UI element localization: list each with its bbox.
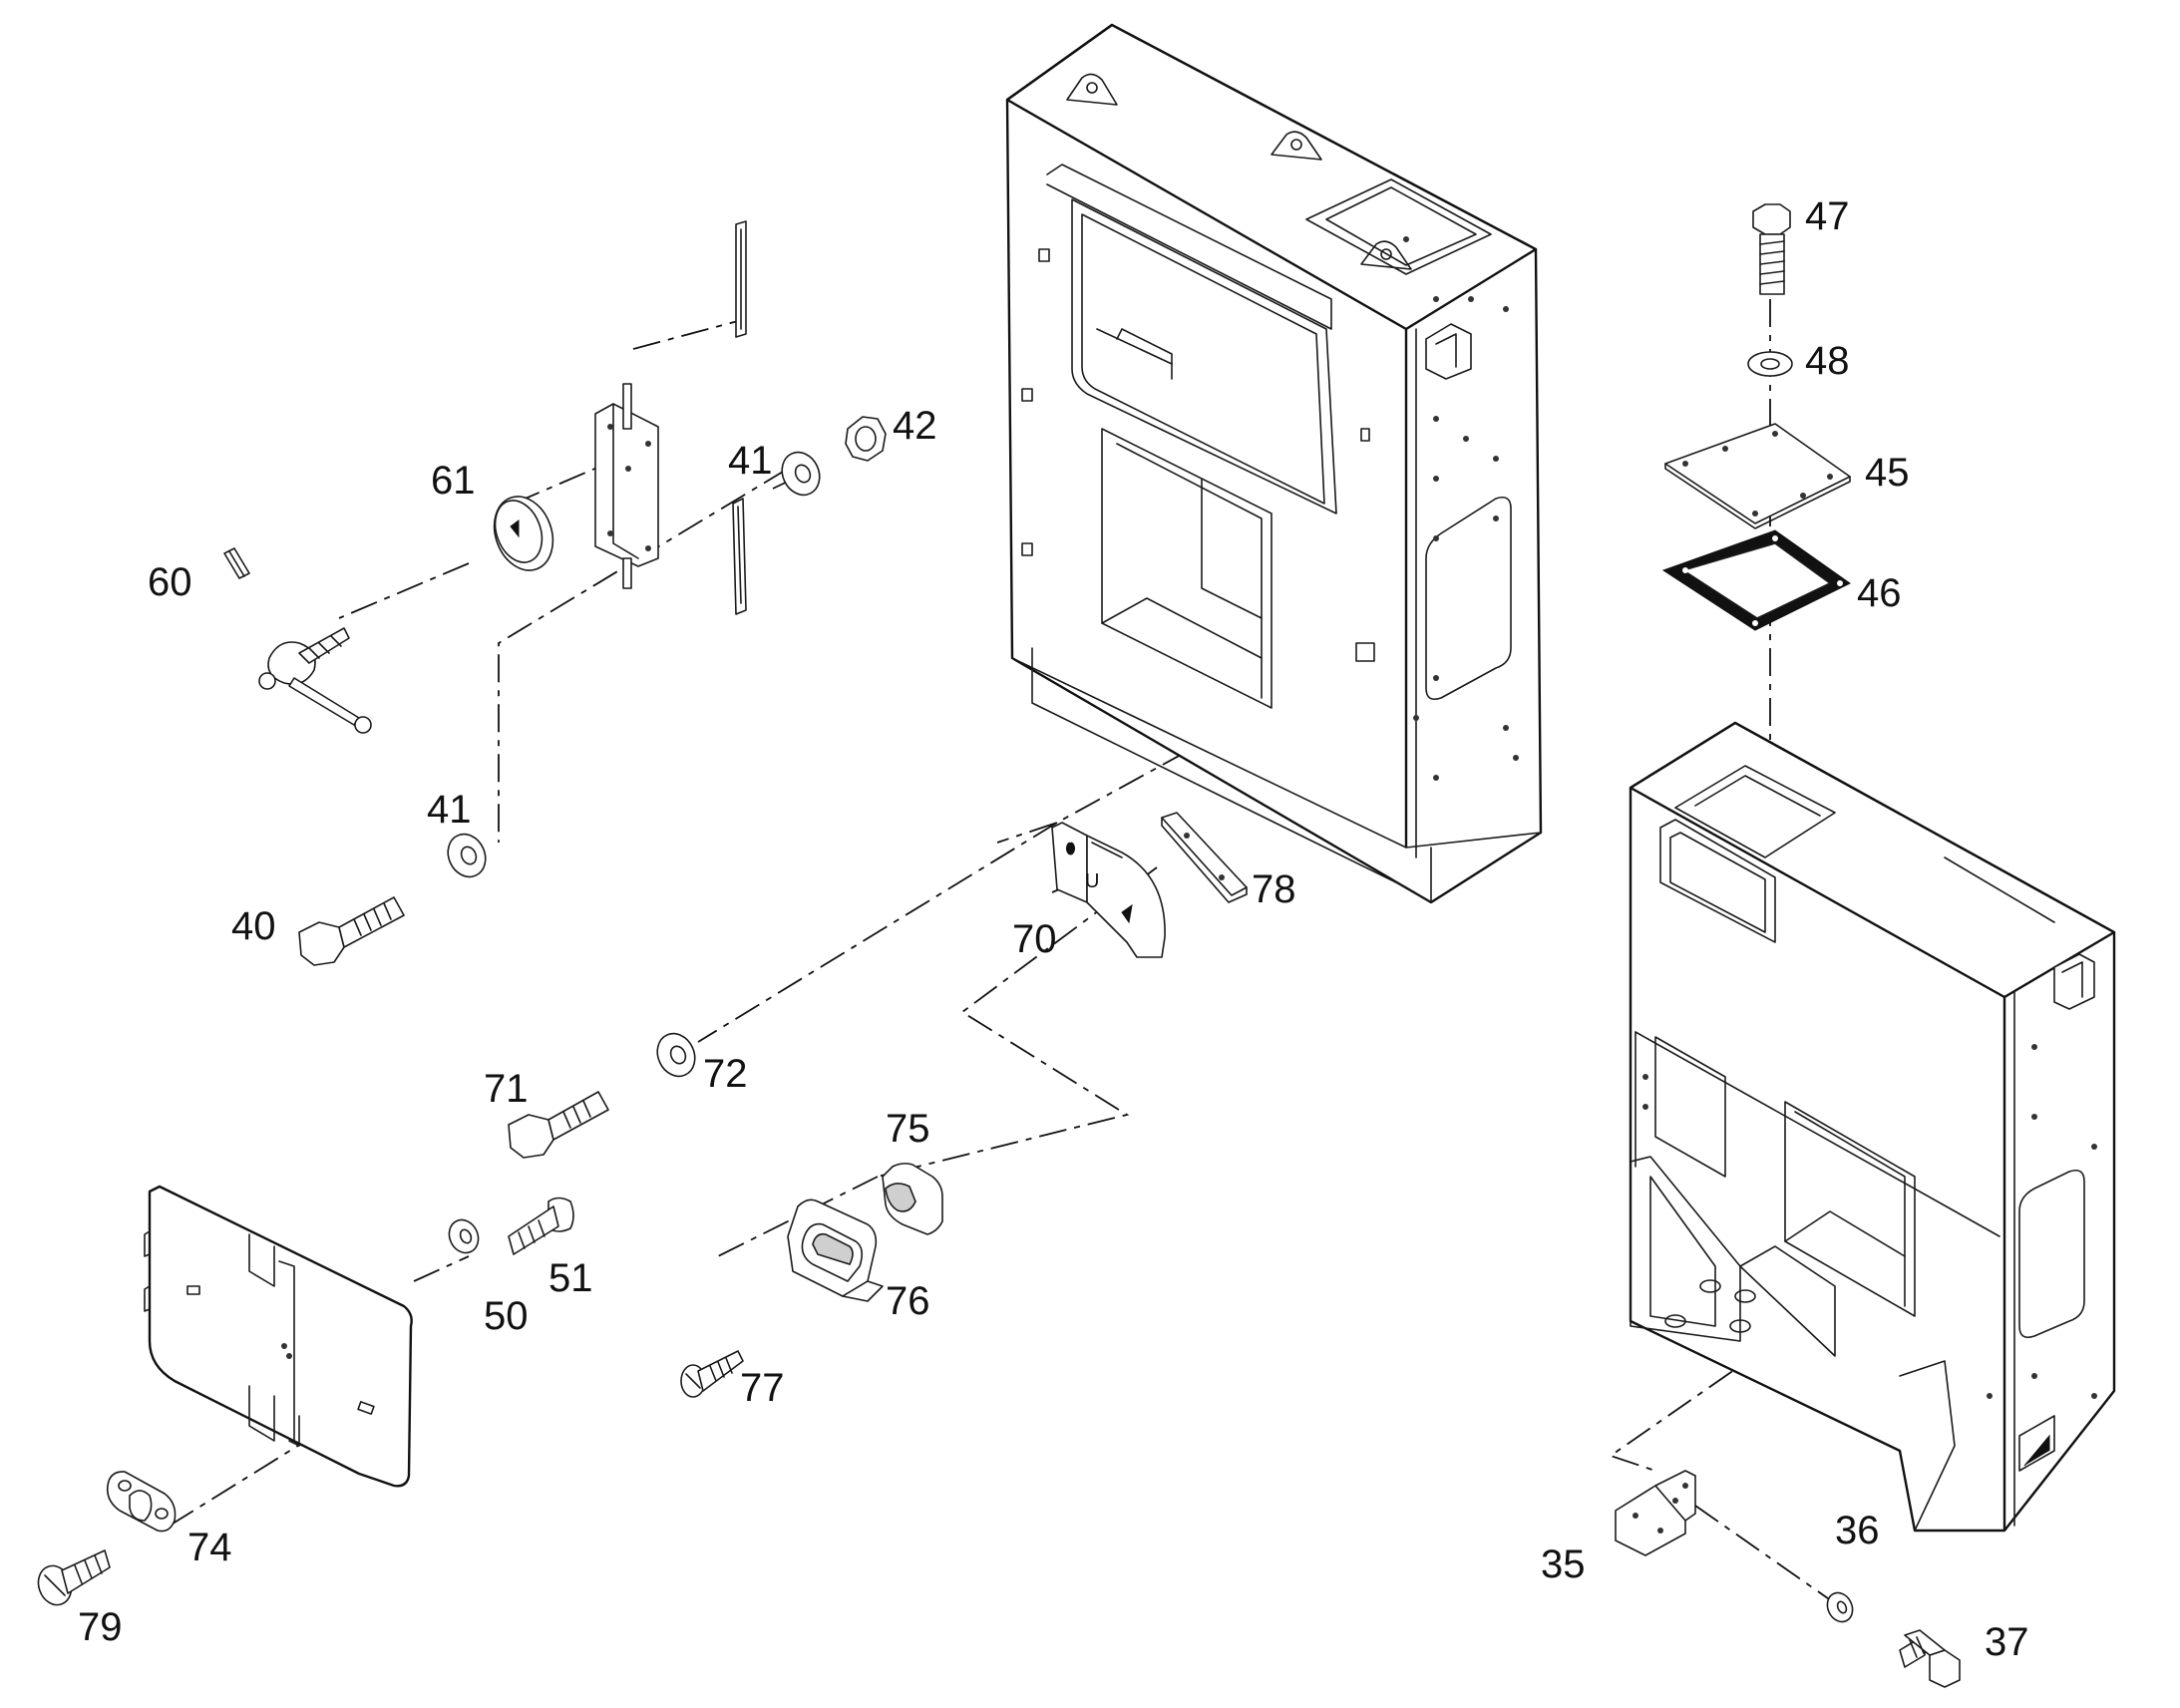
- part-61-disc: [493, 496, 554, 571]
- label-79: 79: [78, 1605, 123, 1649]
- part-78-plate: [1161, 812, 1248, 903]
- part-strip-lower: [732, 498, 747, 615]
- part-41-washer-upper: [781, 451, 821, 497]
- part-36-washer: [1826, 1591, 1854, 1623]
- label-78: 78: [1252, 867, 1296, 911]
- part-50-washer: [448, 1218, 480, 1254]
- callout-labels: 47 48 45 46 42 41 61 60 41 40 78 70 71 7…: [78, 194, 2029, 1664]
- part-hinge-plate: [594, 383, 659, 589]
- part-35-bracket: [1615, 1470, 1696, 1556]
- part-75-boot: [882, 1163, 943, 1235]
- part-37-bolt: [1899, 1629, 1961, 1688]
- part-51-screw: [508, 1196, 574, 1255]
- part-door-panel: [144, 1185, 413, 1488]
- label-41-lower: 41: [427, 788, 472, 832]
- label-70: 70: [1012, 917, 1057, 961]
- label-75: 75: [886, 1107, 930, 1151]
- part-42-nut: [845, 416, 887, 462]
- part-74-latch: [106, 1471, 177, 1533]
- part-60-pin: [223, 547, 250, 579]
- label-76: 76: [886, 1279, 930, 1323]
- label-72: 72: [703, 1052, 748, 1096]
- label-51: 51: [548, 1256, 593, 1300]
- part-strip-upper: [735, 220, 747, 338]
- part-70-bracket: U: [1051, 822, 1166, 958]
- label-74: 74: [187, 1526, 232, 1569]
- part-handle: [258, 627, 372, 734]
- label-47: 47: [1805, 194, 1850, 238]
- label-40: 40: [231, 904, 276, 948]
- svg-text:U: U: [1085, 870, 1099, 892]
- label-71: 71: [484, 1067, 529, 1111]
- part-77-screw: [680, 1350, 744, 1398]
- part-47-bolt: [1752, 203, 1791, 295]
- label-42: 42: [893, 404, 937, 448]
- label-77: 77: [740, 1366, 785, 1410]
- label-48: 48: [1805, 339, 1850, 383]
- label-46: 46: [1857, 571, 1902, 615]
- part-40-bolt: [298, 896, 405, 966]
- part-41-washer-lower: [447, 833, 487, 878]
- part-46-gasket: [1661, 529, 1851, 631]
- label-37: 37: [1985, 1620, 2029, 1664]
- label-50: 50: [484, 1294, 529, 1338]
- label-45: 45: [1865, 451, 1910, 495]
- label-41-upper: 41: [728, 439, 773, 483]
- part-79-screw: [37, 1549, 111, 1606]
- part-45-cover-plate: [1664, 423, 1851, 529]
- part-76-grommet: [787, 1198, 884, 1302]
- label-36: 36: [1835, 1509, 1880, 1552]
- label-60: 60: [148, 560, 192, 604]
- part-72-washer: [656, 1032, 696, 1078]
- label-35: 35: [1541, 1542, 1586, 1586]
- part-71-bolt: [508, 1091, 609, 1159]
- upper-cabinet: [1005, 23, 1543, 904]
- lower-cabinet: [1629, 721, 2116, 1533]
- part-48-washer: [1747, 351, 1793, 377]
- label-61: 61: [431, 459, 476, 503]
